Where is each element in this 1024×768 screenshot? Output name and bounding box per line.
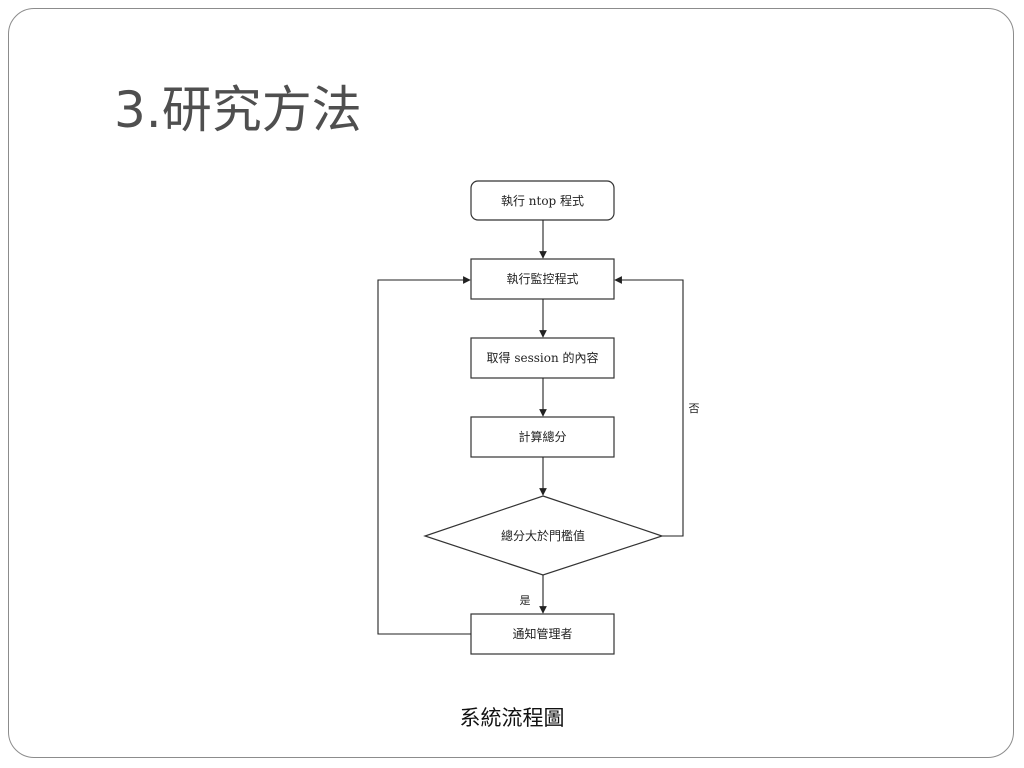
node-compute-label: 計算總分 (518, 429, 566, 444)
edge-label-yes: 是 (520, 594, 531, 607)
node-monitor: 執行監控程式 (470, 258, 615, 300)
edge-label-no: 否 (689, 402, 700, 415)
node-decision: 總分大於門檻值 (423, 495, 664, 576)
edge-decision-no-loop (614, 276, 684, 537)
node-start-label: 執行 ntop 程式 (501, 193, 584, 208)
node-get-session: 取得 session 的內容 (470, 337, 615, 379)
node-monitor-label: 執行監控程式 (506, 271, 578, 286)
node-compute: 計算總分 (470, 416, 615, 458)
slide-title: 3.研究方法 (114, 81, 362, 139)
node-notify-label: 通知管理者 (512, 626, 572, 641)
node-decision-label: 總分大於門檻值 (501, 528, 585, 543)
node-start: 執行 ntop 程式 (470, 180, 615, 221)
node-notify: 通知管理者 (470, 613, 615, 655)
figure-caption: 系統流程圖 (459, 706, 565, 730)
edge-notify-loop-back (377, 276, 471, 635)
node-get-session-label: 取得 session 的內容 (487, 350, 599, 365)
